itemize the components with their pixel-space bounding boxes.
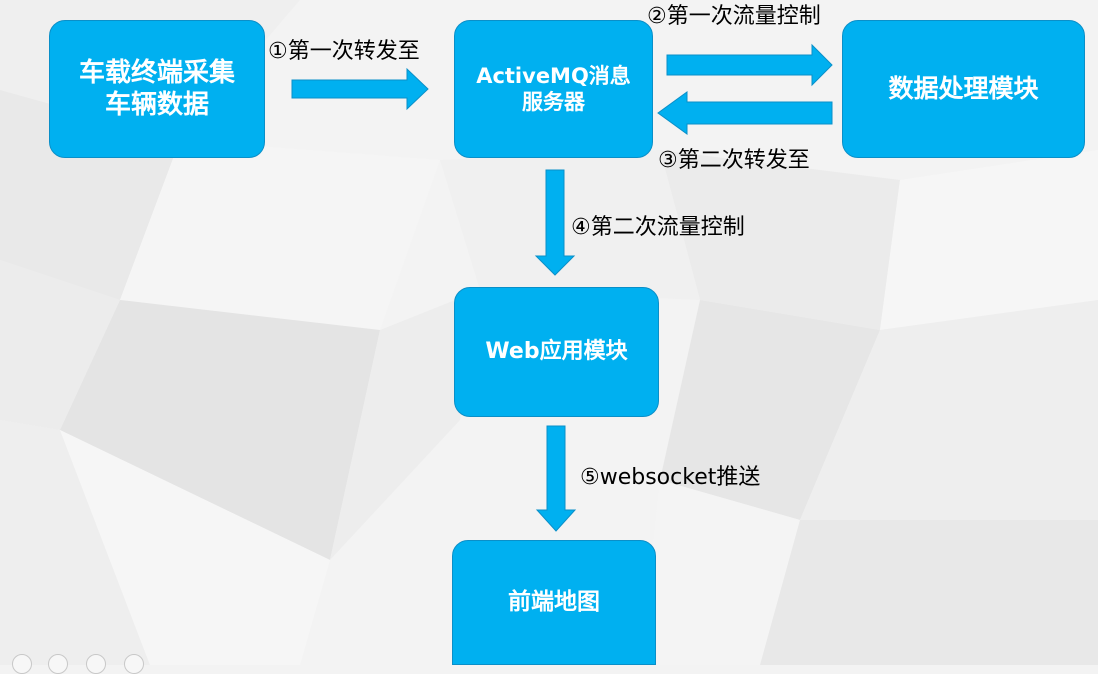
node-data-processing: 数据处理模块	[842, 20, 1085, 158]
node-frontend-map-label: 前端地图	[508, 589, 600, 616]
node-vehicle-terminal-line2: 车辆数据	[104, 90, 209, 120]
zoom-icon[interactable]	[86, 654, 106, 674]
arrow-right-icon[interactable]	[124, 654, 144, 674]
edge-label-flow-control-1: ②第一次流量控制	[647, 4, 821, 29]
edge-label-websocket-push: ⑤websocket推送	[580, 465, 761, 490]
arrow-forward-2	[657, 91, 833, 135]
node-vehicle-terminal-line1: 车载终端采集	[78, 57, 235, 88]
arrow-websocket-push	[535, 425, 577, 532]
node-vehicle-terminal: 车载终端采集 车辆数据	[49, 20, 265, 158]
node-activemq-line1: ActiveMQ消息	[476, 63, 631, 88]
node-activemq-line2: 服务器	[522, 90, 585, 114]
arrow-flow-control-2	[534, 169, 576, 276]
arrow-flow-control-1	[666, 43, 833, 87]
node-frontend-map: 前端地图	[452, 540, 656, 665]
edge-label-flow-control-2: ④第二次流量控制	[571, 215, 745, 240]
node-web-app-label: Web应用模块	[485, 339, 628, 365]
arrow-forward-1	[291, 67, 429, 111]
edge-label-forward-1: ①第一次转发至	[268, 39, 420, 64]
edge-label-forward-2: ③第二次转发至	[658, 148, 810, 173]
menu-icon[interactable]	[48, 654, 68, 674]
node-activemq: ActiveMQ消息 服务器	[454, 20, 653, 158]
arrow-left-icon[interactable]	[12, 654, 32, 674]
node-data-processing-label: 数据处理模块	[888, 74, 1039, 104]
node-web-app: Web应用模块	[454, 287, 659, 417]
